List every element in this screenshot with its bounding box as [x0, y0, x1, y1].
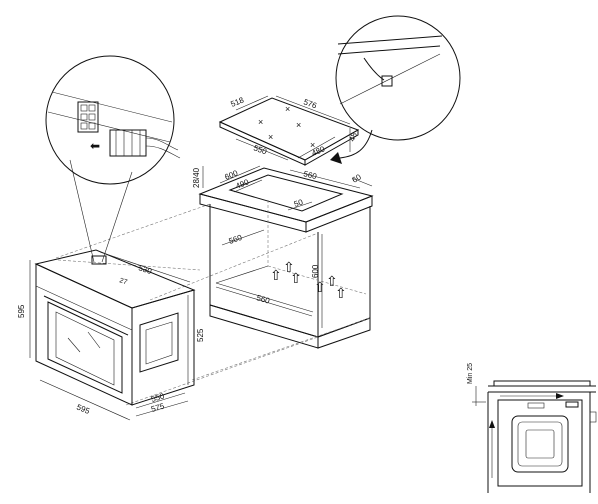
oven-height-label: 595	[17, 304, 26, 318]
cabinet-inner-depth-label: 560	[228, 233, 244, 246]
svg-text:⇧: ⇧	[314, 279, 326, 295]
oven-width-label: 595	[75, 403, 91, 417]
svg-text:⇧: ⇧	[335, 285, 347, 301]
cabinet-inner-depth-dimension-line	[221, 229, 265, 246]
oven-connector	[91, 255, 107, 265]
oven-width-dimension-line	[39, 379, 131, 421]
countertop-gap-dimension-line	[287, 201, 313, 211]
plug-arrow-icon: ⬅	[90, 139, 100, 153]
hob-thickness-label: 48	[347, 131, 359, 143]
countertop-cut-width-dimension-line	[289, 169, 361, 189]
callout-arrow-icon	[330, 152, 342, 164]
svg-text:×: ×	[296, 120, 301, 130]
hob-burner-marks: × × × × ×	[258, 104, 315, 150]
svg-text:⇧: ⇧	[290, 270, 302, 286]
oven-body-height-label: 525	[196, 328, 205, 342]
oven-depth-dimension-line	[99, 251, 191, 283]
hob-width-dimension-line	[275, 95, 351, 125]
countertop-thickness-label: 28/40	[192, 167, 201, 188]
svg-text:×: ×	[310, 140, 315, 150]
oven-total-depth-label: 575	[150, 401, 166, 413]
detail-callout-connector: ⬅	[45, 55, 181, 263]
side-view-oven	[497, 399, 583, 487]
countertop-width-dimension-line	[219, 165, 261, 184]
oven-body-depth-label: 550	[150, 391, 166, 403]
svg-text:×: ×	[258, 117, 263, 127]
countertop-cut-depth-dimension-line	[233, 179, 263, 193]
hob-cut-width-dimension-line	[235, 138, 289, 161]
countertop-cut-width-label: 560	[303, 169, 319, 181]
terminal-block	[77, 101, 99, 133]
oven-body-depth-dimension-line	[135, 392, 186, 409]
oven-depth-label: 530	[137, 263, 153, 276]
svg-text:⇧: ⇧	[326, 273, 338, 289]
hob-cut-depth-dimension-line	[297, 136, 336, 159]
hob-cut-width-label: 550	[252, 143, 268, 156]
svg-text:⇧: ⇧	[270, 267, 282, 283]
svg-text:×: ×	[268, 132, 273, 142]
svg-text:⇧: ⇧	[283, 259, 295, 275]
cabinet: ⇧ ⇧ ⇧ ⇧ ⇧ ⇧ 600 490 560 50 60 28/40 560 …	[192, 165, 374, 349]
cabinet-floor-width-label: 560	[255, 293, 271, 305]
cabinet-height-label: 600	[311, 264, 320, 278]
cabinet-floor-width-dimension-line	[215, 286, 313, 317]
hob-depth-dimension-line	[235, 95, 269, 111]
countertop-width-label: 600	[223, 168, 239, 182]
countertop-front-label: 60	[351, 172, 364, 185]
countertop-gap-label: 50	[293, 197, 305, 208]
countertop-front-dimension-line	[351, 177, 373, 187]
svg-text:×: ×	[285, 104, 290, 114]
hob-width-label: 576	[302, 97, 318, 110]
cable-plug	[109, 129, 181, 159]
detail-callout-hob-cable	[330, 15, 461, 164]
oven-top-offset-label: 27	[118, 277, 128, 286]
side-view-min-gap-label: Min 25	[467, 363, 474, 384]
oven: 595 595 530 27 525 550 575	[17, 249, 205, 421]
hob-cable-plug-icon	[381, 75, 393, 87]
oven-total-depth-dimension-line	[135, 400, 189, 417]
side-view: Min 25	[467, 363, 597, 493]
ventilation-arrows: ⇧ ⇧ ⇧ ⇧ ⇧ ⇧	[270, 259, 347, 301]
projection-lines	[55, 203, 371, 406]
